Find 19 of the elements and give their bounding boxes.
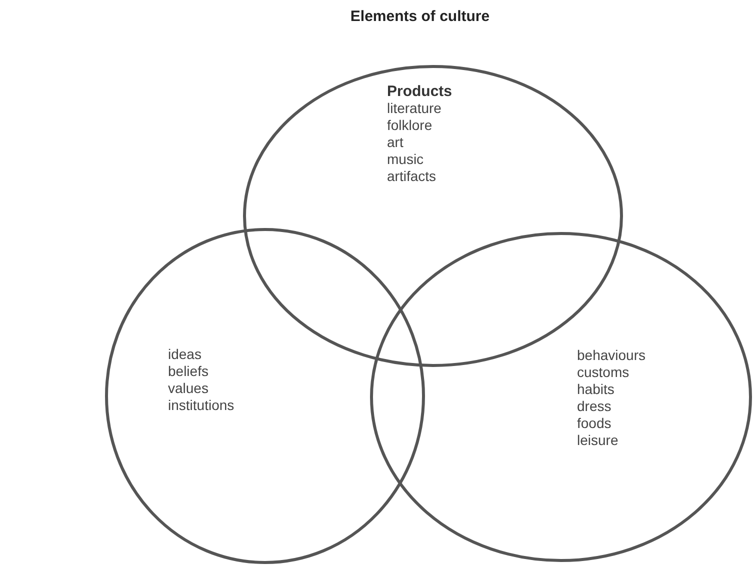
list-item: beliefs — [168, 363, 208, 380]
venn-circle — [105, 228, 425, 564]
list-item: leisure — [577, 432, 618, 449]
title: Elements of culture — [349, 8, 491, 25]
list-item: art — [387, 134, 404, 151]
venn-circle — [370, 232, 752, 562]
list-item: folklore — [387, 117, 432, 134]
list-item: behaviours — [577, 347, 646, 364]
list-item: foods — [577, 415, 612, 432]
circle-heading: Products — [387, 83, 452, 100]
list-item: literature — [387, 100, 442, 117]
list-item: music — [387, 151, 424, 168]
list-item: dress — [577, 398, 612, 415]
list-item: values — [168, 380, 208, 397]
list-item: institutions — [168, 397, 234, 414]
list-item: customs — [577, 364, 630, 381]
list-item: ideas — [168, 346, 202, 363]
list-item: habits — [577, 381, 614, 398]
list-item: artifacts — [387, 168, 436, 185]
